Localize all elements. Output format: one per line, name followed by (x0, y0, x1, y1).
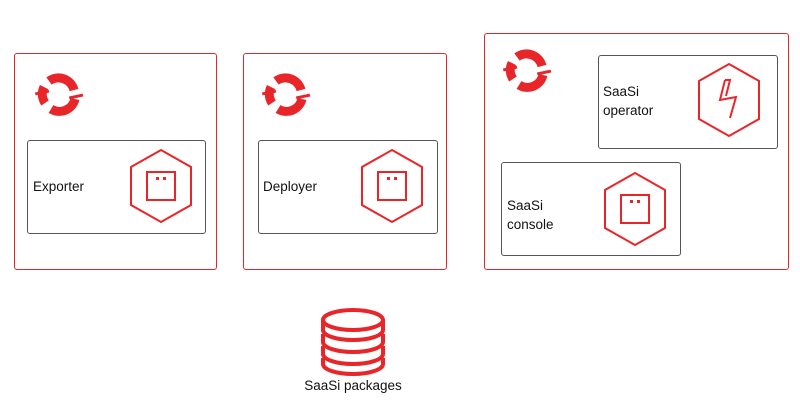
container-icon (604, 171, 666, 247)
saasi-cluster: SaaSi operator SaaSi console (484, 33, 789, 270)
saasi-operator-component[interactable]: SaaSi operator (598, 55, 778, 149)
saasi-console-component[interactable]: SaaSi console (501, 162, 681, 256)
deployer-cluster: Deployer (243, 53, 447, 270)
openshift-logo-icon (34, 73, 84, 116)
exporter-component[interactable]: Exporter (27, 140, 206, 234)
operator-icon (698, 62, 760, 138)
exporter-cluster: Exporter (14, 53, 217, 270)
openshift-logo-icon (261, 73, 311, 116)
openshift-logo-icon (502, 49, 552, 92)
deployer-label: Deployer (263, 179, 318, 194)
exporter-label: Exporter (33, 179, 85, 194)
saasi-packages-label: SaaSi packages (304, 378, 402, 393)
container-icon (361, 148, 423, 224)
saasi-console-label: SaaSi console (507, 198, 554, 232)
deployer-component[interactable]: Deployer (258, 140, 438, 234)
saasi-operator-label: SaaSi operator (603, 84, 654, 118)
database-icon (321, 308, 385, 376)
container-icon (130, 148, 192, 224)
